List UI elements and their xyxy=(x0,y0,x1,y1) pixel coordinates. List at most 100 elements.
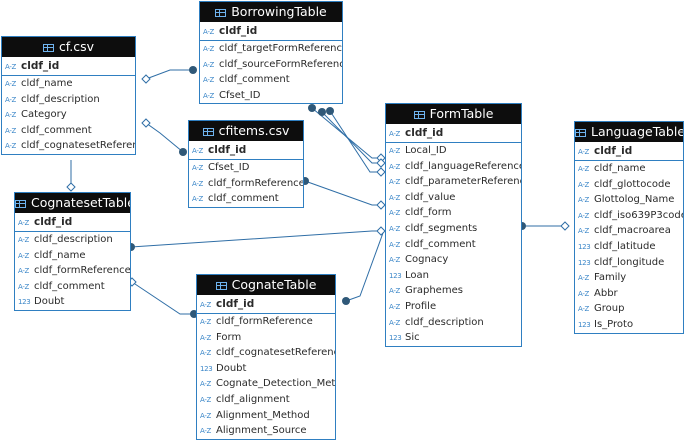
column-name: cldf_comment xyxy=(405,238,476,250)
table-header[interactable]: CognatesetTable xyxy=(15,193,130,213)
column-name: cldf_form xyxy=(405,207,452,219)
column-name: cldf_id xyxy=(219,25,258,37)
column-name: cldf_id xyxy=(21,60,60,72)
column-name: cldf_name xyxy=(594,163,646,174)
column-name: Group xyxy=(594,303,625,315)
column-name: cldf_id xyxy=(34,216,73,228)
column-name: cldf_formReference xyxy=(34,265,130,277)
diamond-marker xyxy=(560,221,570,231)
text-type-icon: A-Z xyxy=(578,274,590,283)
column-row[interactable]: A-Z cldf_name xyxy=(575,161,683,177)
table-title: CognatesetTable xyxy=(31,195,130,210)
text-type-icon: A-Z xyxy=(5,80,17,88)
table-title: cfitems.csv xyxy=(218,123,290,138)
table-header[interactable]: cf.csv xyxy=(2,37,135,57)
table-header[interactable]: BorrowingTable xyxy=(200,2,342,22)
text-type-icon: A-Z xyxy=(200,349,212,358)
table-title: BorrowingTable xyxy=(231,4,327,19)
column-name: Form xyxy=(216,331,242,343)
primary-key-column[interactable]: A-Z cldf_id xyxy=(15,213,130,232)
text-type-icon: A-Z xyxy=(578,180,590,189)
column-name: cldf_longitude xyxy=(594,256,665,268)
text-type-icon: A-Z xyxy=(18,219,30,227)
text-type-icon: A-Z xyxy=(578,211,590,220)
number-type-icon: 123 xyxy=(578,258,591,267)
link-cognateset-form xyxy=(130,230,383,248)
table-header[interactable]: FormTable xyxy=(386,104,521,124)
dot-marker xyxy=(326,107,334,115)
table-header[interactable]: cfitems.csv xyxy=(189,121,303,141)
text-type-icon: A-Z xyxy=(578,196,590,205)
diamond-marker xyxy=(376,167,386,177)
number-type-icon: 123 xyxy=(578,320,591,329)
table-header[interactable]: LanguageTable xyxy=(575,122,683,142)
text-type-icon: A-Z xyxy=(203,28,215,36)
text-type-icon: A-Z xyxy=(578,165,590,173)
table-header[interactable]: CognateTable xyxy=(197,275,335,295)
primary-key-column[interactable]: A-Z cldf_id xyxy=(200,22,342,41)
column-name: Doubt xyxy=(216,362,247,374)
text-type-icon: A-Z xyxy=(203,45,215,53)
